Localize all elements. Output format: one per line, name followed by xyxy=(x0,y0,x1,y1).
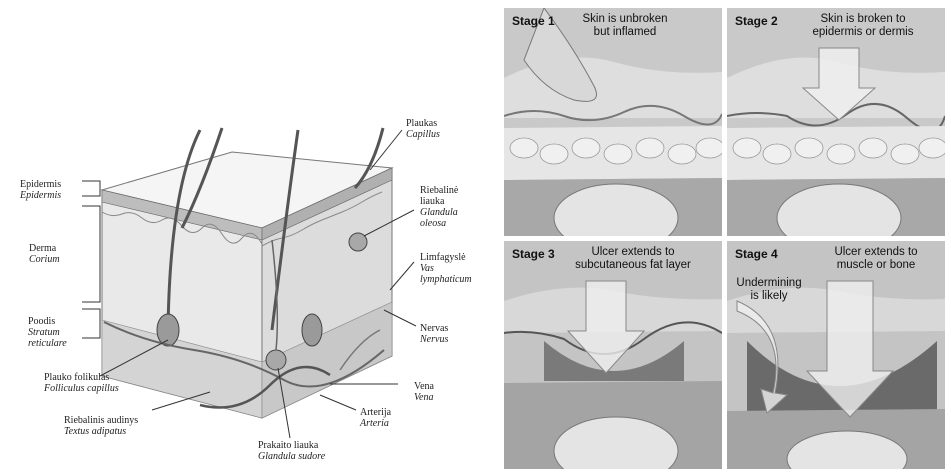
skin-cross-section-illustration xyxy=(0,0,500,475)
label-prakaito-liauka-name: Prakaito liauka xyxy=(258,440,318,451)
label-poodis-name: Poodis xyxy=(28,316,55,327)
label-plauko-folikulas: Plauko folikulas Folliculus capillus xyxy=(44,372,119,394)
stage-4-illustration xyxy=(727,241,945,469)
stage-4-panel: Stage 4 Ulcer extends to muscle or bone … xyxy=(727,241,945,469)
stage-2-panel: Stage 2 Skin is broken to epidermis or d… xyxy=(727,8,945,236)
label-vena: Vena Vena xyxy=(414,381,434,403)
label-vena-name: Vena xyxy=(414,381,434,392)
stage-4-description: Ulcer extends to muscle or bone xyxy=(811,246,941,272)
stage-3-description: Ulcer extends to subcutaneous fat layer xyxy=(558,246,708,272)
label-riebaline-liauka-name-2: liauka xyxy=(420,196,458,207)
label-vena-latin: Vena xyxy=(414,392,434,403)
label-riebalinis-audinys-latin: Textus adipatus xyxy=(64,426,138,437)
label-derma-name: Derma xyxy=(29,243,56,254)
label-arterija-name: Arterija xyxy=(360,407,391,418)
stage-3-description-line-1: Ulcer extends to xyxy=(558,246,708,259)
label-plaukas: Plaukas Capillus xyxy=(406,118,440,140)
label-derma: Derma Corium xyxy=(29,243,60,265)
stage-2-description: Skin is broken to epidermis or dermis xyxy=(793,13,933,39)
label-riebaline-liauka-name-1: Riebalinė xyxy=(420,185,458,196)
stage-2-description-line-2: epidermis or dermis xyxy=(793,26,933,39)
stage-2-title: Stage 2 xyxy=(735,14,778,28)
label-limfagysle-latin-1: Vas xyxy=(420,263,472,274)
pressure-ulcer-stages-panel: Stage 1 Skin is unbroken but inflamed St… xyxy=(504,8,951,470)
stage-4-title: Stage 4 xyxy=(735,247,778,261)
stage-1-illustration xyxy=(504,8,722,236)
label-plaukas-name: Plaukas xyxy=(406,118,437,129)
stage-1-panel: Stage 1 Skin is unbroken but inflamed xyxy=(504,8,722,236)
stage-4-description-line-2: muscle or bone xyxy=(811,259,941,272)
label-riebaline-liauka-latin-1: Glandula xyxy=(420,207,458,218)
label-riebalinis-audinys-name: Riebalinis audinys xyxy=(64,415,138,426)
label-plaukas-latin: Capillus xyxy=(406,129,440,140)
stage-1-description-line-2: but inflamed xyxy=(558,26,692,39)
stage-1-description-line-1: Skin is unbroken xyxy=(558,13,692,26)
stage-1-title: Stage 1 xyxy=(512,14,555,28)
label-nervas: Nervas Nervus xyxy=(420,323,448,345)
stage-2-description-line-1: Skin is broken to xyxy=(793,13,933,26)
label-limfagysle-name: Limfagyslė xyxy=(420,252,466,263)
label-epidermis-name: Epidermis xyxy=(20,179,61,190)
label-poodis: Poodis Stratum reticulare xyxy=(28,316,67,349)
label-derma-latin: Corium xyxy=(29,254,60,265)
stage-2-illustration xyxy=(727,8,945,236)
skin-anatomy-panel: Epidermis Epidermis Derma Corium Poodis … xyxy=(0,0,500,475)
stage-3-title: Stage 3 xyxy=(512,247,555,261)
label-poodis-latin-1: Stratum xyxy=(28,327,67,338)
stage-1-description: Skin is unbroken but inflamed xyxy=(558,13,692,39)
label-prakaito-liauka-latin: Glandula sudore xyxy=(258,451,325,462)
label-arterija-latin: Arteria xyxy=(360,418,391,429)
label-riebalinis-audinys: Riebalinis audinys Textus adipatus xyxy=(64,415,138,437)
stage-4-note-line-1: Undermining xyxy=(731,277,807,290)
stage-3-illustration xyxy=(504,241,722,469)
label-epidermis: Epidermis Epidermis xyxy=(20,179,61,201)
label-epidermis-latin: Epidermis xyxy=(20,190,61,201)
stage-4-note-line-2: is likely xyxy=(731,290,807,303)
stage-4-description-line-1: Ulcer extends to xyxy=(811,246,941,259)
label-plauko-folikulas-latin: Folliculus capillus xyxy=(44,383,119,394)
label-riebaline-liauka: Riebalinė liauka Glandula oleosa xyxy=(420,185,458,229)
label-prakaito-liauka: Prakaito liauka Glandula sudore xyxy=(258,440,325,462)
label-limfagysle-latin-2: lymphaticum xyxy=(420,274,472,285)
label-plauko-folikulas-name: Plauko folikulas xyxy=(44,372,109,383)
stage-3-description-line-2: subcutaneous fat layer xyxy=(558,259,708,272)
label-nervas-latin: Nervus xyxy=(420,334,448,345)
label-arterija: Arterija Arteria xyxy=(360,407,391,429)
stage-3-panel: Stage 3 Ulcer extends to subcutaneous fa… xyxy=(504,241,722,469)
label-poodis-latin-2: reticulare xyxy=(28,338,67,349)
label-nervas-name: Nervas xyxy=(420,323,448,334)
label-limfagysle: Limfagyslė Vas lymphaticum xyxy=(420,252,472,285)
label-riebaline-liauka-latin-2: oleosa xyxy=(420,218,458,229)
stage-4-undermining-note: Undermining is likely xyxy=(731,277,807,303)
